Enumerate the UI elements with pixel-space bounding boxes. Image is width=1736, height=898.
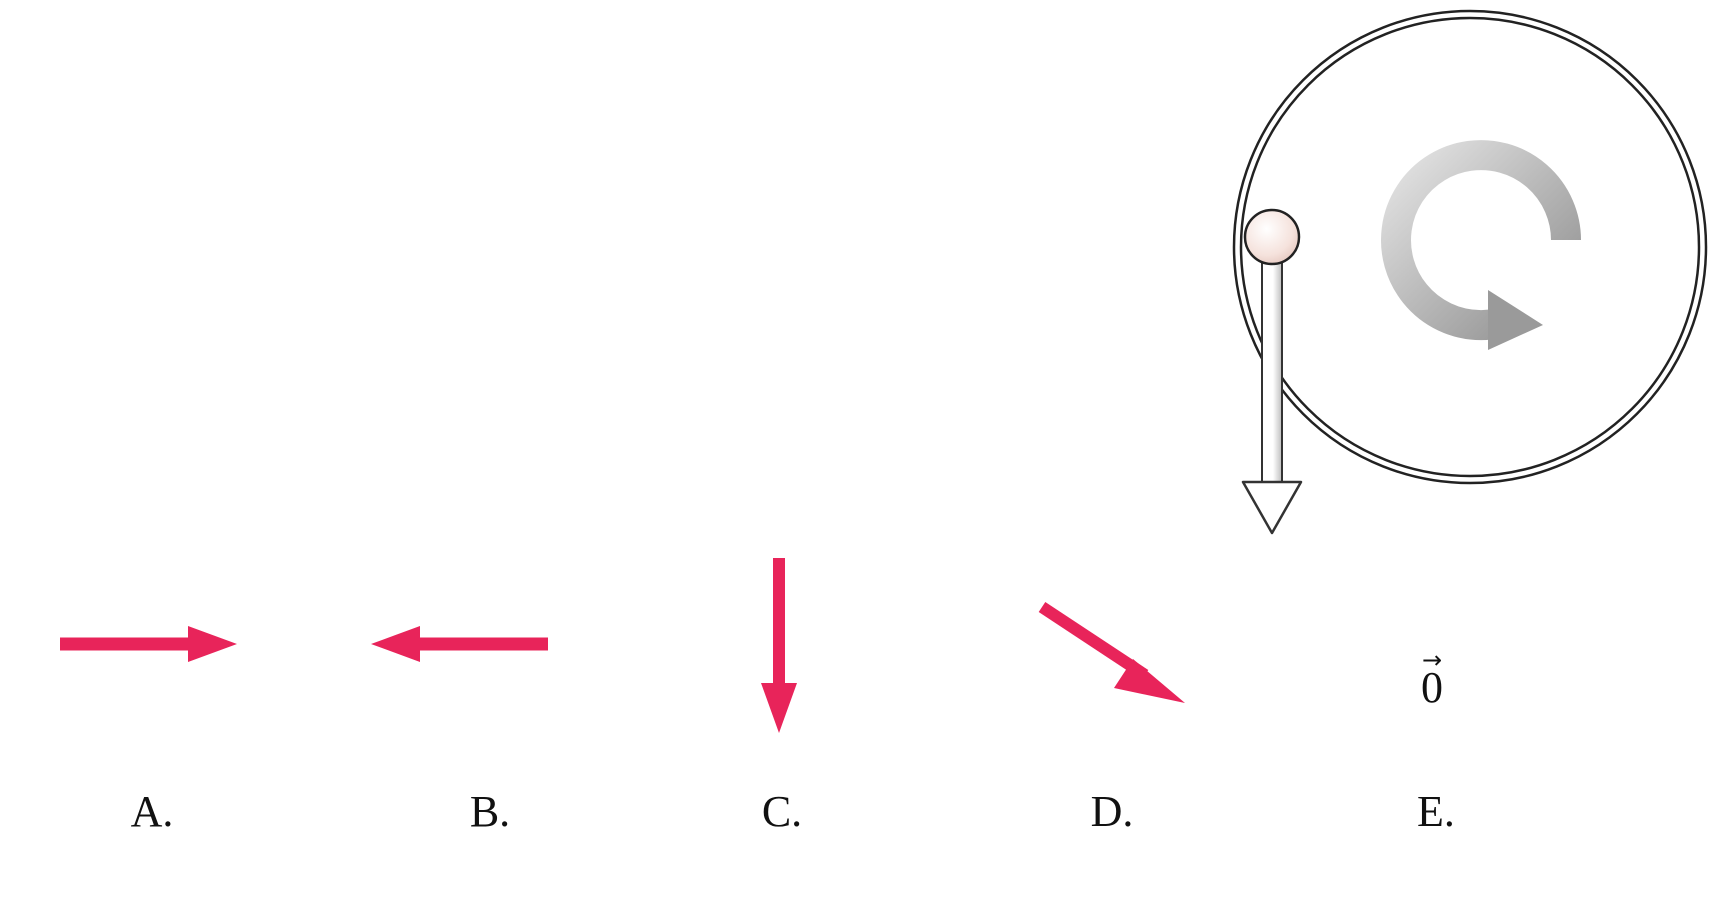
- zero-symbol: 0: [1421, 663, 1443, 712]
- option-c-label: C.: [761, 787, 803, 836]
- option-d-label: D.: [1090, 787, 1134, 836]
- option-a-label: A.: [130, 787, 174, 836]
- option-d-arrow: [1038, 601, 1185, 703]
- option-d-arrow-shaft: [1038, 601, 1149, 681]
- vector-arrow-symbol: →: [1421, 646, 1443, 674]
- velocity-arrow-shaft: [1261, 239, 1283, 486]
- rotation-arrowhead: [1488, 290, 1543, 350]
- option-a-arrowhead: [188, 626, 237, 662]
- option-c-arrow: [761, 558, 797, 733]
- zero-vector: → 0: [1402, 648, 1462, 728]
- option-b-label: B.: [469, 787, 511, 836]
- option-c-arrowhead: [761, 683, 797, 733]
- track-inner-ring: [1239, 16, 1701, 478]
- option-a-arrow: [60, 626, 237, 662]
- clockwise-rotation-icon: [1381, 140, 1581, 350]
- option-e-label: E.: [1417, 787, 1455, 836]
- option-b-arrowhead: [371, 626, 420, 662]
- option-b-arrow: [371, 626, 548, 662]
- circular-track: [1232, 9, 1708, 485]
- velocity-arrow-icon: [1241, 239, 1303, 535]
- option-d-arrowhead: [1114, 659, 1185, 703]
- rotation-arc: [1381, 140, 1581, 341]
- velocity-arrowhead: [1241, 480, 1303, 535]
- track-outer-ring: [1232, 9, 1708, 485]
- ball-icon: [1243, 208, 1301, 266]
